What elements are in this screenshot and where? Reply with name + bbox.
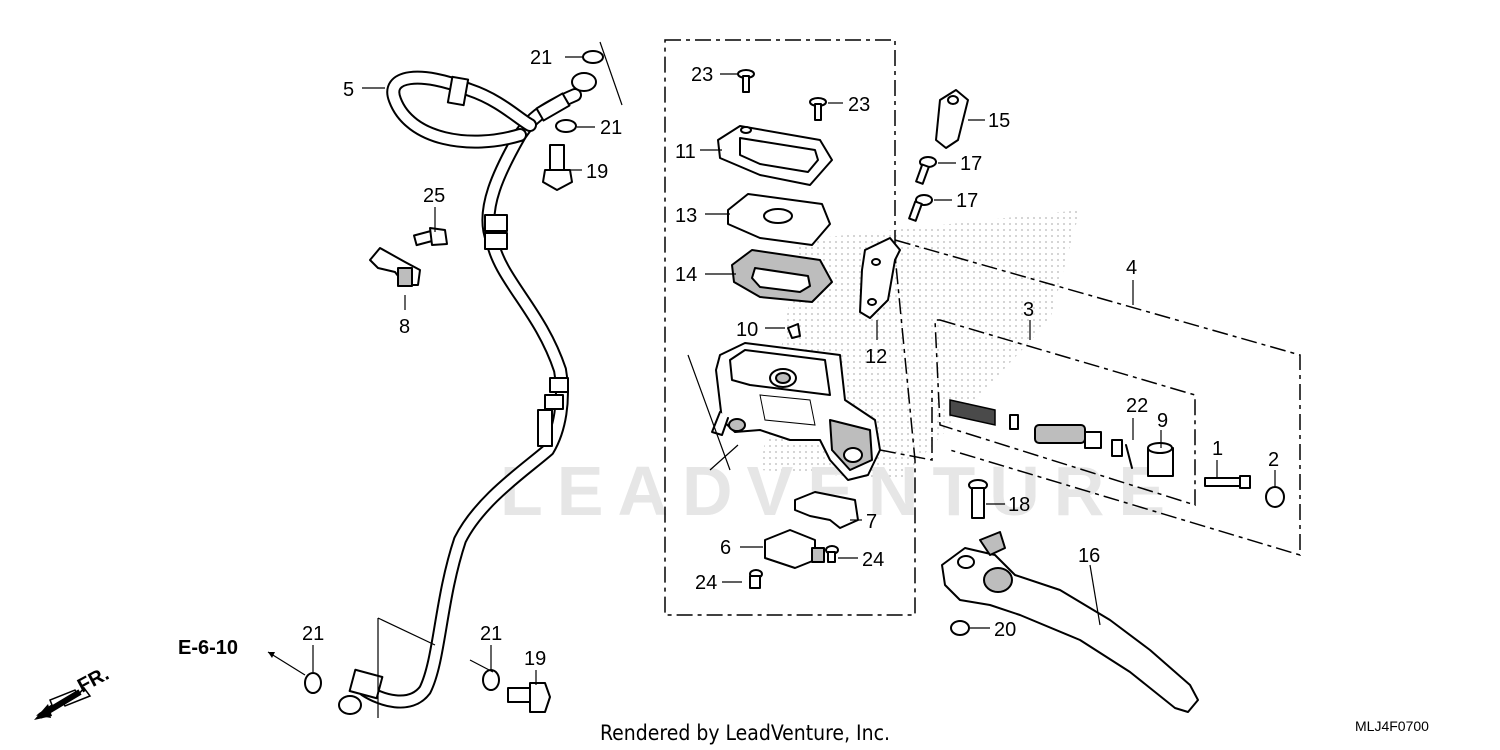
callout-8: 8: [399, 316, 410, 338]
pivot-pin-1: [1204, 475, 1251, 489]
callout-21-upper: 21: [600, 117, 622, 139]
clutch-switch-6: [764, 529, 825, 569]
callout-24-right: 24: [862, 549, 884, 571]
pivot-bolt-18: [968, 479, 988, 519]
spring: [949, 399, 996, 426]
callout-19-top: 19: [586, 161, 608, 183]
oil-bolt-19-top: [542, 144, 573, 191]
callout-24-left: 24: [695, 572, 717, 594]
bracket-12: [859, 237, 901, 319]
piston-cups: [1034, 424, 1102, 449]
boot-9: [1147, 442, 1174, 477]
callout-7: 7: [866, 511, 877, 533]
callout-10: 10: [736, 319, 758, 341]
callout-19-bottom: 19: [524, 648, 546, 670]
nut-20: [950, 620, 970, 636]
clutch-lever-16: [941, 531, 1199, 713]
washer-22: [1111, 439, 1123, 457]
callout-1: 1: [1212, 438, 1223, 460]
master-cylinder-box: [664, 39, 916, 616]
circlip: [1125, 444, 1133, 469]
master-cylinder-body: [711, 342, 881, 481]
piston-set-3-frame: [879, 319, 1196, 507]
callout-21-lower-left: 21: [302, 623, 324, 645]
callout-9: 9: [1157, 410, 1168, 432]
callout-2: 2: [1268, 449, 1279, 471]
callout-3: 3: [1023, 299, 1034, 321]
screw-23-right: [809, 97, 827, 121]
screw-17-lower: [908, 194, 933, 222]
callout-23-left: 23: [691, 64, 713, 86]
callout-25: 25: [423, 185, 445, 207]
bolt-25: [413, 227, 448, 247]
washer-21-lower-left: [304, 672, 322, 694]
callout-17-lower: 17: [956, 190, 978, 212]
clutch-hose: [338, 70, 597, 715]
callout-21-lower-right: 21: [480, 623, 502, 645]
boot-cap-2: [1265, 486, 1285, 508]
front-direction-arrow: [34, 686, 92, 720]
leader-lines: [267, 41, 1101, 718]
screw-24-right: [825, 545, 839, 563]
callout-6: 6: [720, 537, 731, 559]
callout-21-top: 21: [530, 47, 552, 69]
callout-16: 16: [1078, 545, 1100, 567]
hose-clamp-8: [369, 247, 421, 287]
callout-23-right: 23: [848, 94, 870, 116]
callout-5: 5: [343, 79, 354, 101]
assembly-4-frame: [894, 239, 1301, 557]
callout-4: 4: [1126, 257, 1137, 279]
callout-14: 14: [675, 264, 697, 286]
callout-17-upper: 17: [960, 153, 982, 175]
callout-18: 18: [1008, 494, 1030, 516]
screw-24-left: [749, 569, 763, 589]
callout-20: 20: [994, 619, 1016, 641]
spring-seat: [1009, 414, 1019, 430]
switch-7-bracket: [794, 491, 859, 529]
oil-bolt-19-bottom: [507, 682, 551, 713]
washer-21-upper: [555, 119, 577, 133]
callout-11: 11: [675, 141, 696, 163]
washer-21-lower-right: [482, 669, 500, 691]
holder-15: [935, 89, 969, 149]
screw-23-left: [737, 69, 755, 93]
plate-10: [787, 323, 801, 339]
callout-22: 22: [1126, 395, 1148, 417]
screw-17-upper: [915, 156, 937, 185]
callout-12: 12: [865, 346, 887, 368]
callout-15: 15: [988, 110, 1010, 132]
footer-credit: Rendered by LeadVenture, Inc.: [600, 721, 890, 745]
callout-13: 13: [675, 205, 697, 227]
diagram-code: MLJ4F0700: [1355, 718, 1429, 734]
washer-21-top: [582, 50, 604, 64]
page-reference: E-6-10: [178, 637, 238, 659]
